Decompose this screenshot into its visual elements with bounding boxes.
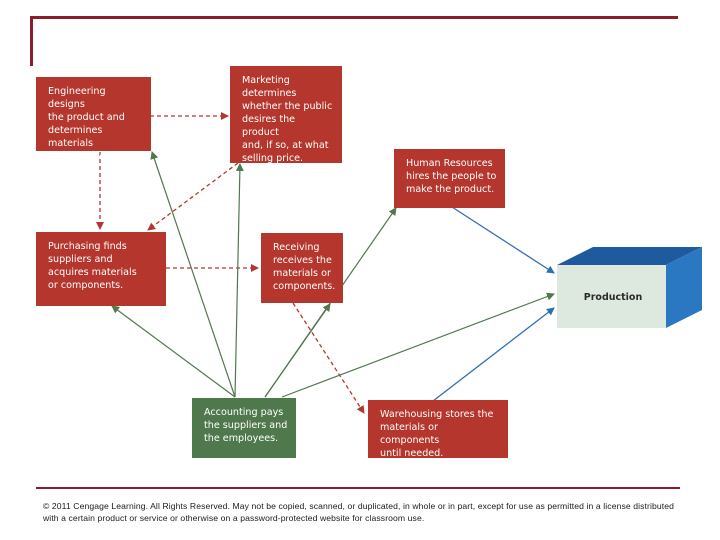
engineering-box: Engineering designs the product and dete…: [36, 77, 151, 162]
arrow-human-resources-to-production: [451, 206, 555, 274]
purchasing-box: Purchasing finds suppliers and acquires …: [36, 232, 166, 306]
arrow-receiving-to-warehousing: [292, 302, 365, 414]
production-box-top: [557, 247, 702, 265]
arrow-accounting-to-marketing: [234, 163, 244, 398]
frame-left-rule: [30, 16, 33, 66]
receiving-box: Receiving receives the materials or comp…: [261, 233, 343, 303]
arrow-accounting-to-production: [281, 292, 555, 398]
arrow-accounting-to-purchasing: [111, 305, 236, 398]
arrow-accounting-to-receiving: [264, 303, 331, 398]
frame-bottom-rule: [36, 487, 680, 489]
frame-top-rule: [30, 16, 678, 19]
arrow-warehousing-to-production: [432, 307, 555, 402]
production-label: Production: [584, 292, 643, 303]
warehousing-box: Warehousing stores the materials or comp…: [368, 400, 508, 459]
arrow-marketing-to-purchasing: [147, 162, 239, 231]
production-box-front: [557, 265, 666, 328]
accounting-box: Accounting pays the suppliers and the em…: [192, 398, 296, 458]
marketing-box: Marketing determines whether the public …: [230, 66, 342, 164]
copyright-notice: © 2011 Cengage Learning. All Rights Rese…: [43, 501, 674, 523]
production-box: Production: [557, 247, 702, 328]
human-resources-box: Human Resources hires the people to make…: [394, 149, 505, 208]
production-box-side: [666, 247, 702, 328]
arrow-accounting-to-engineering: [150, 151, 236, 398]
